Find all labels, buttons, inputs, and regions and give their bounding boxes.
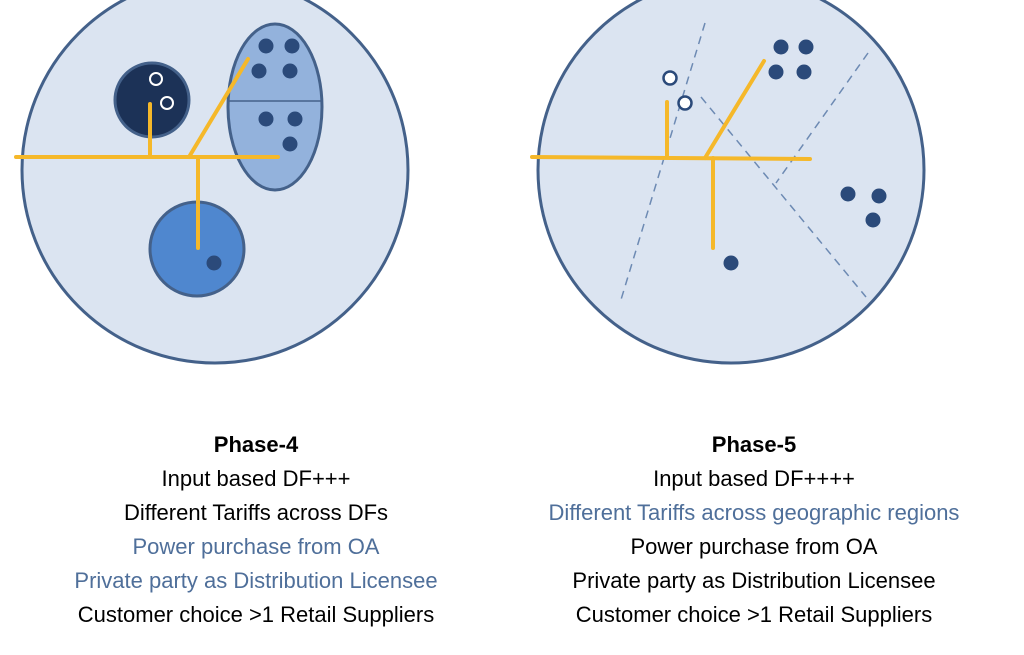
phase5-region-dot <box>773 39 789 55</box>
phase4-line-power-purchase: Power purchase from OA <box>132 534 380 559</box>
phase5-region-dot <box>840 186 856 202</box>
phase4-network-lines <box>14 57 280 250</box>
phase5-line-private-party: Private party as Distribution Licensee <box>572 568 936 593</box>
phase5-region-dot <box>871 188 887 204</box>
phase4-outer-circle <box>20 0 410 365</box>
phase5-region-dot <box>723 255 739 271</box>
phase5-line-input-based: Input based DF++++ <box>653 466 855 491</box>
phase4-mid-node-dot <box>206 255 222 271</box>
phase5-line-power-purchase: Power purchase from OA <box>630 534 878 559</box>
phase-diagrams <box>14 0 926 365</box>
phase5-region-boundaries <box>619 22 869 304</box>
phase5-region-dot <box>865 212 881 228</box>
phase4-oval-dot <box>258 111 274 127</box>
phase4-dark-node-dot <box>160 96 174 110</box>
phase4-title: Phase-4 <box>213 432 299 457</box>
phase4-oval-node <box>226 22 324 192</box>
phase4-oval-dot <box>287 111 303 127</box>
phase5-line-tariffs: Different Tariffs across geographic regi… <box>548 500 960 525</box>
phase4-caption: Phase-4 Input based DF+++ Different Tari… <box>0 428 512 632</box>
phase5-title: Phase-5 <box>711 432 797 457</box>
phase4-diagram <box>14 0 410 365</box>
phase4-oval-dot <box>282 136 298 152</box>
phase5-network-lines <box>530 59 812 250</box>
phase5-region-dot <box>796 64 812 80</box>
phase4-oval-dot <box>284 38 300 54</box>
phase4-oval-dot <box>282 63 298 79</box>
phase4-dark-node-dot <box>149 72 163 86</box>
phase5-caption: Phase-5 Input based DF++++ Different Tar… <box>498 428 1010 632</box>
phase4-oval-dot <box>258 38 274 54</box>
phase5-region-dot <box>768 64 784 80</box>
phase4-oval-dot <box>251 63 267 79</box>
phase4-line-private-party: Private party as Distribution Licensee <box>74 568 438 593</box>
phase5-outer-circle <box>536 0 926 365</box>
phase4-line-customer-choice: Customer choice >1 Retail Suppliers <box>77 602 435 627</box>
phase5-diagram <box>530 0 926 365</box>
phase5-hollow-dot <box>677 95 693 111</box>
phase5-region-dot <box>798 39 814 55</box>
phase4-line-input-based: Input based DF+++ <box>161 466 351 491</box>
phase5-line-customer-choice: Customer choice >1 Retail Suppliers <box>575 602 933 627</box>
phase4-line-tariffs: Different Tariffs across DFs <box>123 500 389 525</box>
phase5-hollow-dot <box>662 70 678 86</box>
